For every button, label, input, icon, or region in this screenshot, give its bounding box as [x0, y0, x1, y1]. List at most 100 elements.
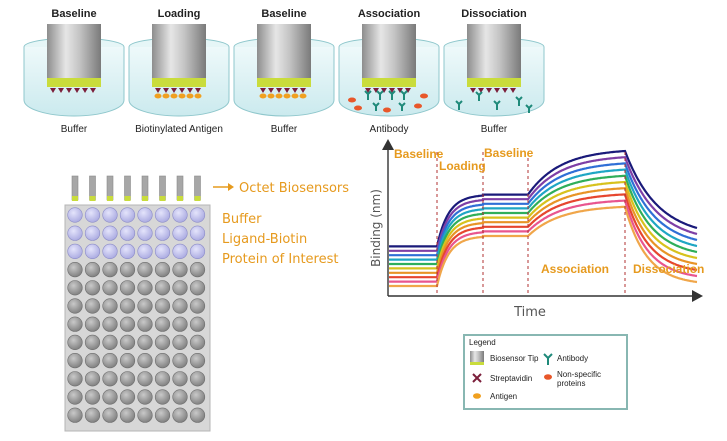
- well: [84, 298, 101, 314]
- antibody-bound: [364, 90, 408, 100]
- legend-label-non-specific: Non-specific: [557, 370, 601, 379]
- well: [84, 389, 101, 405]
- well: [84, 262, 101, 278]
- well-highlighted: [137, 225, 153, 241]
- tip-coating: [152, 78, 206, 87]
- well: [137, 262, 153, 278]
- biosensor-tip-icon: [470, 351, 484, 365]
- sensorgram-curve: [389, 162, 698, 257]
- well: [154, 353, 171, 369]
- well: [189, 407, 206, 423]
- well: [189, 298, 206, 314]
- well: [172, 407, 188, 423]
- well: [172, 334, 188, 351]
- step-subtitle: Buffer: [271, 124, 298, 135]
- phase-label-dissociation: Dissociation: [633, 262, 704, 276]
- well: [102, 407, 118, 423]
- well: [67, 334, 83, 351]
- biosensor-pin-tip: [177, 196, 183, 201]
- x-axis-arrow-icon: [692, 290, 703, 302]
- well: [172, 389, 188, 405]
- legend-label-antigen: Antigen: [490, 392, 517, 401]
- step-baseline-1: Baseline Buffer: [23, 8, 125, 135]
- well: [189, 334, 206, 351]
- well: [137, 353, 153, 369]
- streptavidin-icon: [472, 373, 482, 383]
- well: [137, 407, 153, 423]
- well-highlighted: [172, 225, 188, 241]
- well: [189, 262, 206, 278]
- well: [102, 371, 118, 387]
- well: [172, 316, 188, 332]
- legend-label-biosensor-tip: Biosensor Tip: [490, 354, 539, 363]
- well: [119, 371, 136, 387]
- biosensor-tip: [47, 24, 101, 86]
- sensorgram: Binding (nm) Time Baseline Loading Basel…: [369, 139, 704, 320]
- phase-label-association: Association: [541, 262, 609, 276]
- step-subtitle: Buffer: [61, 124, 88, 135]
- biosensor-tip: [362, 24, 416, 86]
- well: [119, 353, 136, 369]
- well: [84, 280, 101, 296]
- sensorgram-curve: [389, 187, 698, 274]
- antigen-icon: [473, 393, 481, 399]
- tip-coating: [47, 78, 101, 87]
- biosensors-label: Octet Biosensors: [239, 181, 349, 196]
- well-highlighted: [84, 243, 101, 259]
- tip-coating: [362, 78, 416, 87]
- biosensor-pin-tip: [194, 196, 201, 201]
- well: [154, 262, 171, 278]
- well-highlighted: [67, 225, 83, 241]
- well: [154, 298, 171, 314]
- biosensor-tip: [467, 24, 521, 86]
- biosensor-pin-tip: [142, 196, 148, 201]
- well-highlighted: [102, 243, 118, 259]
- well: [137, 334, 153, 351]
- biosensor-pin-tip: [72, 196, 78, 201]
- well: [172, 280, 188, 296]
- row-label-ligand-biotin: Ligand-Biotin: [222, 232, 307, 247]
- tip-coating: [257, 78, 311, 87]
- well: [67, 316, 83, 332]
- well-highlighted: [84, 225, 101, 241]
- well: [67, 280, 83, 296]
- well: [154, 280, 171, 296]
- well: [137, 316, 153, 332]
- step-title: Baseline: [51, 8, 96, 20]
- legend-frame: [463, 334, 628, 410]
- row-label-buffer: Buffer: [222, 212, 262, 227]
- legend-label-antibody: Antibody: [557, 354, 588, 363]
- well: [154, 316, 171, 332]
- sensorgram-curve: [389, 156, 698, 252]
- well-highlighted: [67, 207, 83, 223]
- well: [189, 371, 206, 387]
- well: [137, 280, 153, 296]
- well: [119, 298, 136, 314]
- well: [67, 389, 83, 405]
- well: [119, 407, 136, 423]
- step-title: Baseline: [261, 8, 306, 20]
- well-highlighted: [137, 243, 153, 259]
- well: [119, 262, 136, 278]
- step-association: Association Antibody: [338, 8, 440, 135]
- well-highlighted: [102, 225, 118, 241]
- well-highlighted: [137, 207, 153, 223]
- well: [119, 280, 136, 296]
- well-highlighted: [67, 243, 83, 259]
- well: [189, 316, 206, 332]
- legend-box: Legend Biosensor Tip Antibody Streptavid…: [463, 334, 628, 410]
- well: [137, 389, 153, 405]
- well: [189, 280, 206, 296]
- well-highlighted: [154, 243, 171, 259]
- well: [137, 298, 153, 314]
- well-highlighted: [154, 225, 171, 241]
- step-dissociation: Dissociation Buffer: [443, 8, 545, 135]
- phase-dividers: [436, 152, 626, 296]
- well: [172, 353, 188, 369]
- sensorgram-curve: [389, 149, 698, 248]
- well: [84, 407, 101, 423]
- step-subtitle: Buffer: [481, 124, 508, 135]
- well: [189, 353, 206, 369]
- well: [67, 353, 83, 369]
